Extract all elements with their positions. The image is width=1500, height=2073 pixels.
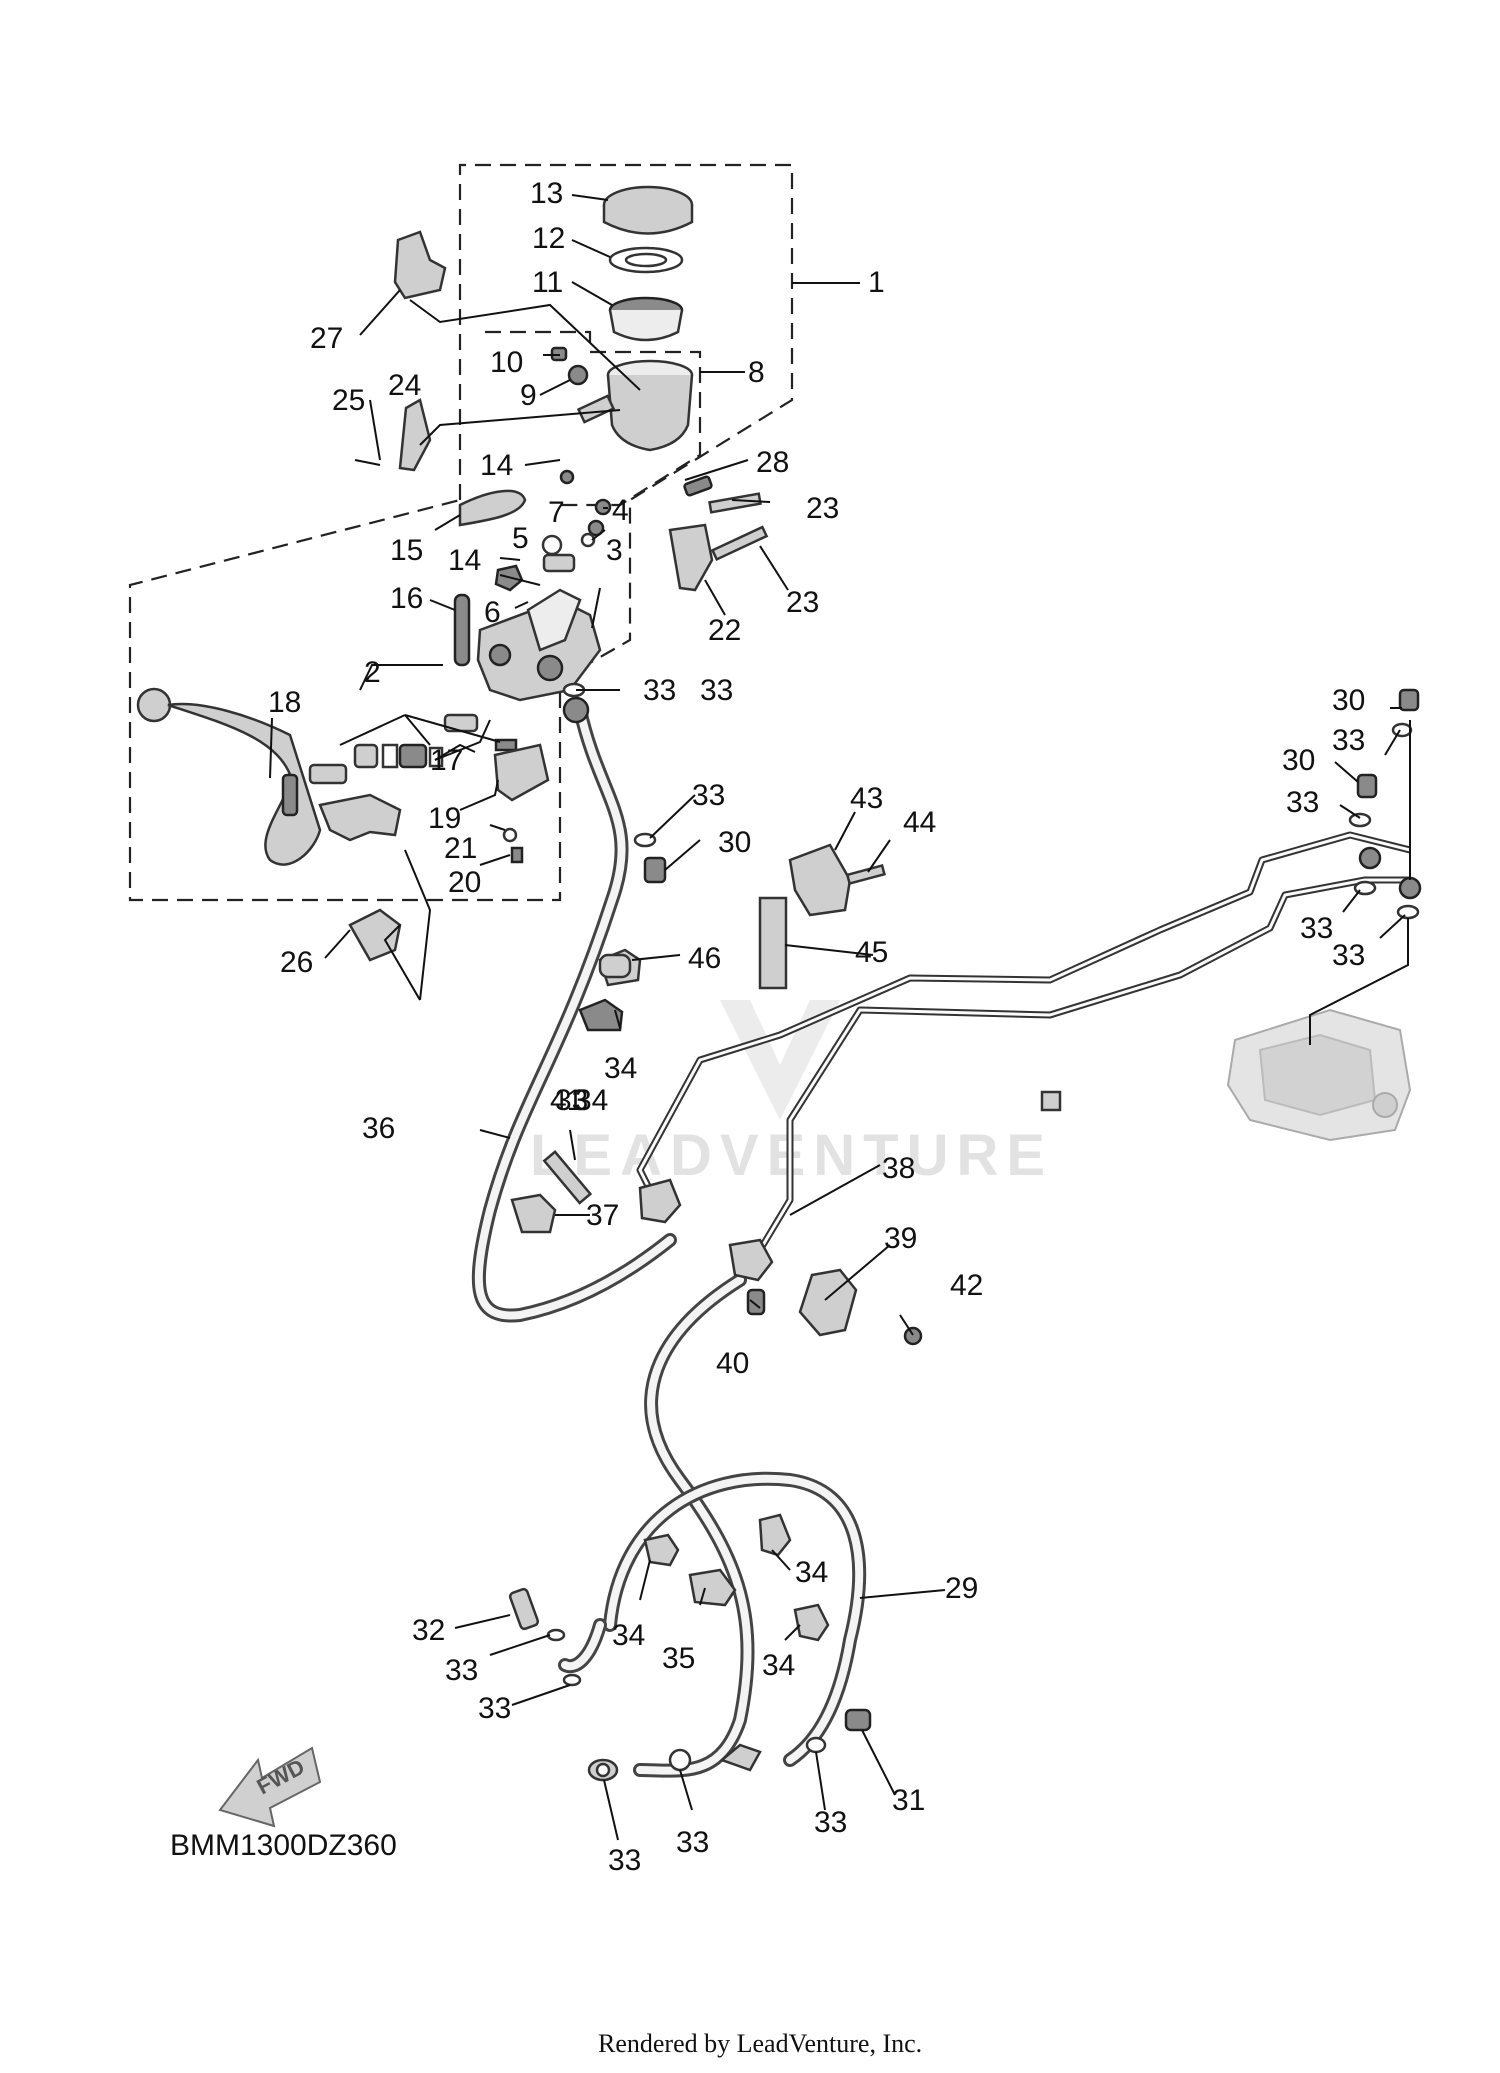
callout-26: 26	[280, 946, 313, 979]
callout-33k: 33	[814, 1806, 847, 1839]
callout-4: 4	[612, 494, 629, 527]
brake-hose-lower	[558, 1273, 867, 1778]
brake-hose-36	[471, 703, 677, 1323]
callout-37: 37	[586, 1199, 619, 1232]
callout-28: 28	[756, 446, 789, 479]
abs-unit	[1226, 1008, 1412, 1142]
callout-23a: 23	[806, 492, 839, 525]
callout-33a: 33	[1332, 724, 1365, 757]
callout-38: 38	[882, 1152, 915, 1185]
callout-30b: 30	[1282, 744, 1315, 777]
leader-lines	[269, 194, 1411, 1841]
master-cylinder	[453, 469, 612, 702]
lever-parts	[136, 687, 550, 962]
callout-11: 11	[532, 266, 563, 299]
callout-35: 35	[662, 1642, 695, 1675]
callout-23b: 23	[786, 586, 819, 619]
callout-2: 2	[364, 656, 381, 689]
callout-43: 43	[850, 782, 883, 815]
callout-33f: 33	[692, 779, 725, 812]
callout-9: 9	[520, 379, 537, 412]
callout-3: 3	[606, 534, 623, 567]
callout-13: 13	[530, 177, 563, 210]
callout-36: 36	[362, 1112, 395, 1145]
callout-46: 46	[688, 942, 721, 975]
callout-5: 5	[512, 522, 529, 555]
diagram-code: BMM1300DZ360	[170, 1829, 397, 1862]
callout-33e: 33	[643, 674, 676, 707]
callout-34d: 34	[762, 1649, 795, 1682]
callout-15: 15	[390, 534, 423, 567]
callout-19: 19	[428, 802, 461, 835]
callout-27: 27	[310, 322, 343, 355]
callout-33c: 33	[1300, 912, 1333, 945]
callout-6: 6	[484, 596, 501, 629]
callout-40: 40	[716, 1347, 749, 1380]
credit-line: Rendered by LeadVenture, Inc.	[598, 2029, 922, 2058]
callout-33g: 33	[445, 1654, 478, 1687]
callout-20: 20	[448, 866, 481, 899]
callout-34b: 34	[795, 1556, 828, 1589]
callout-12: 12	[532, 222, 565, 255]
callout-21: 21	[444, 832, 477, 865]
callout-30c: 30	[718, 826, 751, 859]
callout-30a: 30	[1332, 684, 1365, 717]
callout-16: 16	[390, 582, 423, 615]
callout-42: 42	[950, 1269, 983, 1302]
callout-22: 22	[708, 614, 741, 647]
callout-41: 41	[550, 1084, 583, 1117]
callout-7: 7	[548, 496, 565, 529]
callout-34e: 34	[575, 1084, 608, 1117]
callout-31: 31	[892, 1784, 925, 1817]
callout-29: 29	[945, 1572, 978, 1605]
callout-labels: 1 2 3 4 5 6 7 8 9 10 11 12 13 14 14 15 1…	[268, 177, 1365, 1877]
callout-33j: 33	[676, 1826, 709, 1859]
fwd-arrow: FWD	[218, 1746, 322, 1828]
callout-14a: 14	[480, 449, 513, 482]
callout-33d: 33	[1332, 939, 1365, 972]
callout-34a: 34	[604, 1052, 637, 1085]
callout-17: 17	[430, 744, 463, 777]
brake-pipes	[636, 831, 1411, 1252]
callout-33b: 33	[1286, 786, 1319, 819]
callout-33m: 33	[555, 1084, 588, 1117]
callout-8: 8	[748, 356, 765, 389]
callout-45: 45	[855, 936, 888, 969]
callout-32: 32	[412, 1614, 445, 1647]
callout-33h: 33	[478, 1692, 511, 1725]
callout-10: 10	[490, 346, 523, 379]
callout-14b: 14	[448, 544, 481, 577]
callout-39: 39	[884, 1222, 917, 1255]
callout-25: 25	[332, 384, 365, 417]
callout-33l: 33	[700, 674, 733, 707]
callout-33i: 33	[608, 1844, 641, 1877]
callout-34c: 34	[612, 1619, 645, 1652]
bolts-washers	[508, 682, 1422, 1782]
assembly-outlines	[128, 163, 794, 902]
reservoir-parts	[550, 185, 694, 452]
bracket-parts	[393, 230, 1062, 1346]
callout-1: 1	[868, 266, 885, 299]
callout-18: 18	[268, 686, 301, 719]
callout-44: 44	[903, 806, 936, 839]
callout-24: 24	[388, 369, 421, 402]
